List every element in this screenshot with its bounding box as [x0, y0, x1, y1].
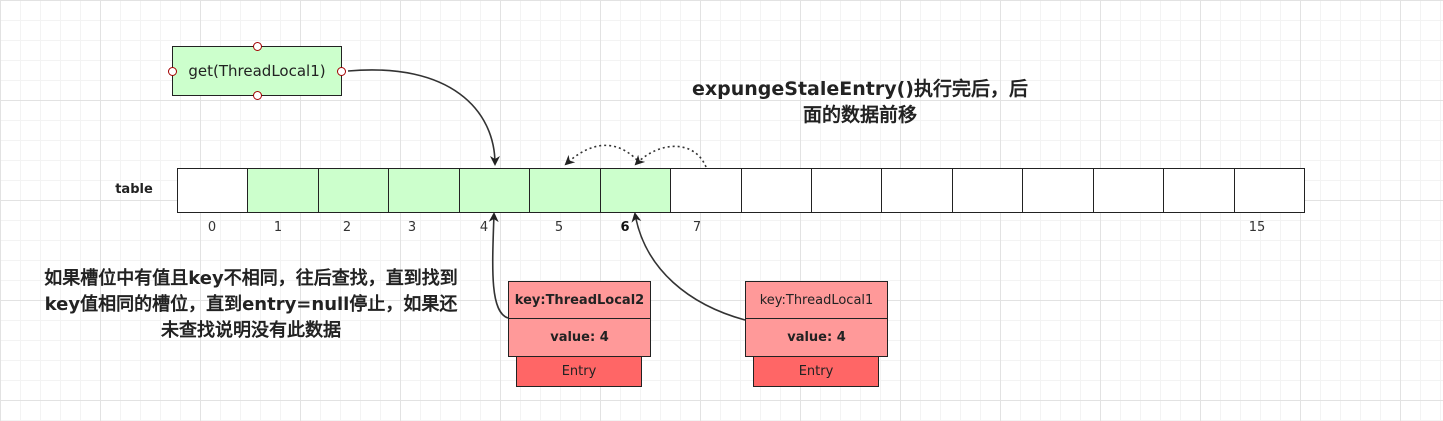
- connection-handle-top: [253, 42, 262, 51]
- table-slot-8: [741, 169, 812, 212]
- entry-key: key:ThreadLocal2: [508, 281, 651, 319]
- table-slot-15: [1234, 169, 1304, 212]
- index-label-2: 2: [342, 220, 352, 235]
- expunge-note: expungeStaleEntry()执行完后，后面的数据前移: [692, 78, 1028, 126]
- table-label: table: [115, 182, 153, 197]
- index-label-1: 1: [273, 220, 283, 235]
- index-label-4: 4: [479, 220, 489, 235]
- connection-handle-left: [168, 67, 177, 76]
- entry-label: Entry: [516, 357, 642, 387]
- entry-value: value: 4: [745, 319, 888, 357]
- probe-note: 如果槽位中有值且key不相同，往后查找，直到找到key值相同的槽位，直到entr…: [44, 268, 458, 341]
- index-label-7: 7: [692, 220, 702, 235]
- get-call-box: get(ThreadLocal1): [168, 42, 346, 100]
- hash-table-array: [177, 168, 1305, 213]
- shift-slot7-to-6-arrow: [634, 145, 707, 168]
- table-slot-0: [178, 169, 249, 212]
- entry1-to-slot4-arrow: [488, 212, 509, 319]
- entry-threadlocal1: key:ThreadLocal1 value: 4 Entry: [745, 281, 888, 387]
- entry-threadlocal2: key:ThreadLocal2 value: 4 Entry: [508, 281, 651, 387]
- entry2-to-slot6-arrow: [631, 212, 746, 321]
- connection-handle-right: [337, 67, 346, 76]
- table-slot-1: [248, 169, 319, 212]
- table-slot-12: [1023, 169, 1094, 212]
- table-slot-5: [530, 169, 601, 212]
- table-slot-13: [1093, 169, 1165, 212]
- entry-value: value: 4: [508, 319, 651, 357]
- connection-handle-bottom: [253, 91, 262, 100]
- table-slot-9: [811, 169, 883, 212]
- table-slot-6: [600, 169, 672, 212]
- table-slot-3: [389, 169, 460, 212]
- table-slot-10: [882, 169, 953, 212]
- entry-label: Entry: [753, 357, 879, 387]
- index-label-5: 5: [554, 220, 564, 235]
- table-slot-4: [459, 169, 531, 212]
- get-call-label: get(ThreadLocal1): [188, 62, 326, 80]
- table-slot-11: [952, 169, 1024, 212]
- index-label-6: 6: [620, 220, 630, 235]
- index-label-15: 15: [1248, 220, 1266, 235]
- table-slot-2: [318, 169, 390, 212]
- index-label-3: 3: [407, 220, 417, 235]
- entry-key: key:ThreadLocal1: [745, 281, 888, 319]
- index-label-0: 0: [207, 220, 217, 235]
- table-slot-7: [671, 169, 742, 212]
- table-slot-14: [1164, 169, 1235, 212]
- shift-slot6-to-5-arrow: [564, 144, 638, 166]
- get-to-slot4-arrow: [347, 69, 500, 166]
